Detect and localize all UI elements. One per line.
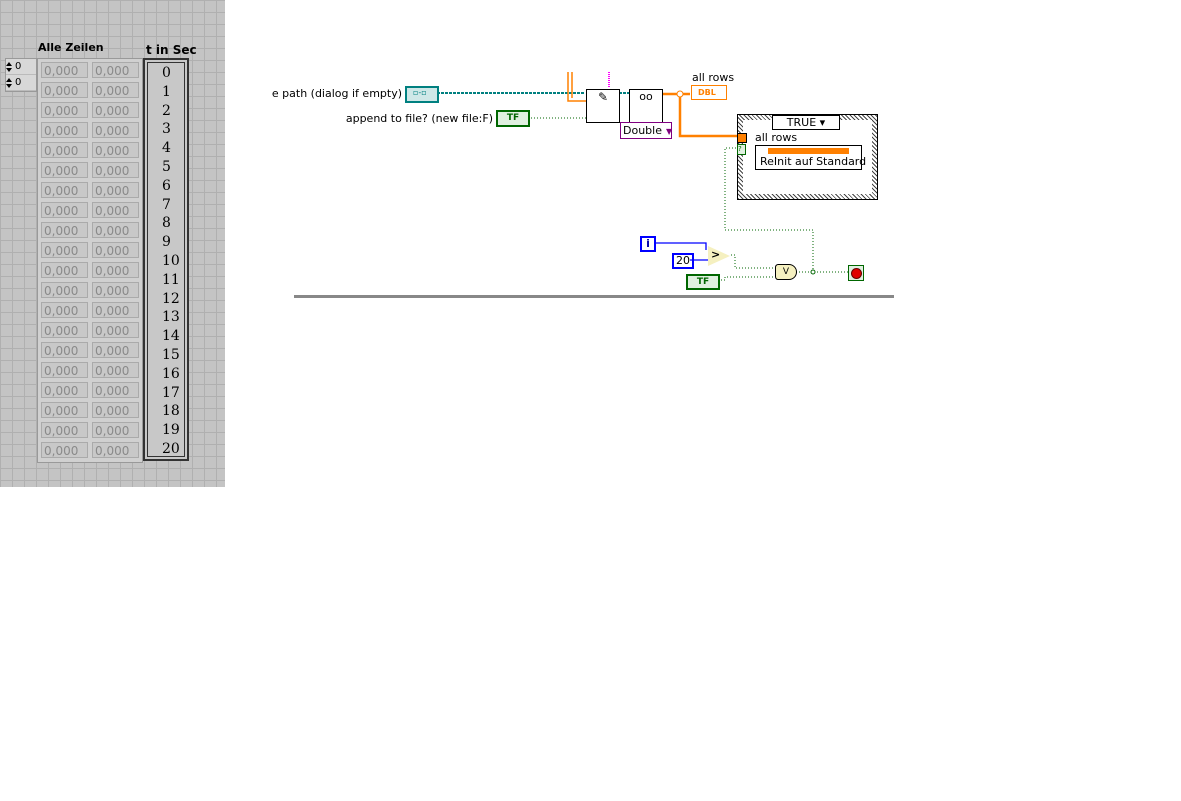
t-value: 8 bbox=[162, 215, 171, 232]
t-value: 15 bbox=[162, 347, 180, 363]
table-cell[interactable]: 0,000 bbox=[92, 202, 139, 218]
table-cell[interactable]: 0,000 bbox=[92, 102, 139, 118]
table-cell[interactable]: 0,000 bbox=[92, 282, 139, 298]
stop-condition-terminal[interactable] bbox=[848, 265, 864, 281]
table-cell[interactable]: 0,000 bbox=[41, 222, 88, 238]
t-value: 9 bbox=[162, 234, 171, 251]
case-selector[interactable]: TRUE ▾ bbox=[772, 115, 840, 130]
t-value: 11 bbox=[162, 271, 180, 288]
table-cell[interactable]: 0,000 bbox=[41, 102, 88, 118]
table-cell[interactable]: 0,000 bbox=[92, 62, 139, 78]
table-cell[interactable]: 0,000 bbox=[92, 402, 139, 418]
table-cell[interactable]: 0,000 bbox=[41, 122, 88, 138]
table-cell[interactable]: 0,000 bbox=[92, 322, 139, 338]
table-cell[interactable]: 0,000 bbox=[41, 342, 88, 358]
table-cell[interactable]: 0,000 bbox=[92, 422, 139, 438]
t-value: 19 bbox=[162, 422, 180, 439]
table-cell[interactable]: 0,000 bbox=[41, 82, 88, 98]
table-cell[interactable]: 0,000 bbox=[41, 282, 88, 298]
table-cell[interactable]: 0,000 bbox=[41, 362, 88, 378]
table-cell[interactable]: 0,000 bbox=[92, 82, 139, 98]
t-value: 10 bbox=[162, 253, 180, 269]
t-value: 7 bbox=[162, 196, 171, 213]
t-value: 16 bbox=[162, 365, 180, 382]
t-value: 20 bbox=[162, 441, 180, 457]
table-cell[interactable]: 0,000 bbox=[92, 382, 139, 398]
write-spreadsheet-vi[interactable]: ✎ bbox=[586, 89, 620, 123]
table-cell[interactable]: 0,000 bbox=[41, 242, 88, 258]
t-value: 1 bbox=[162, 83, 171, 100]
table-cell[interactable]: 0,000 bbox=[41, 302, 88, 318]
t-value: 13 bbox=[162, 309, 180, 326]
greater-than-function[interactable] bbox=[708, 246, 730, 266]
constant-20[interactable]: 20 bbox=[672, 253, 694, 269]
table-cell[interactable]: 0,000 bbox=[92, 122, 139, 138]
table-cell[interactable]: 0,000 bbox=[92, 302, 139, 318]
t-value: 12 bbox=[162, 290, 180, 307]
t-value: 14 bbox=[162, 328, 180, 345]
case-structure[interactable]: TRUE ▾ ? all rows ReInit auf Standard bbox=[737, 114, 878, 200]
spin-icon[interactable] bbox=[6, 77, 13, 89]
table-cell[interactable]: 0,000 bbox=[92, 262, 139, 278]
array-label: t in Sec bbox=[146, 43, 197, 57]
spin-icon[interactable] bbox=[6, 61, 13, 73]
append-control-terminal[interactable]: TF bbox=[496, 110, 530, 127]
all-rows-indicator[interactable]: DBL bbox=[691, 85, 727, 100]
table-cell[interactable]: 0,000 bbox=[41, 202, 88, 218]
case-all-rows-label: all rows bbox=[755, 131, 798, 144]
t-value: 0 bbox=[162, 65, 171, 81]
table-cell[interactable]: 0,000 bbox=[41, 62, 88, 78]
glasses-icon: oo bbox=[639, 90, 653, 103]
all-rows-label: all rows bbox=[692, 71, 735, 84]
table-cell[interactable]: 0,000 bbox=[92, 182, 139, 198]
table-cell[interactable]: 0,000 bbox=[92, 142, 139, 158]
append-label: append to file? (new file:F) bbox=[345, 112, 493, 125]
table-cell[interactable]: 0,000 bbox=[92, 362, 139, 378]
case-selector-terminal: ? bbox=[737, 144, 746, 155]
table-cell[interactable]: 0,000 bbox=[41, 402, 88, 418]
table-cell[interactable]: 0,000 bbox=[92, 222, 139, 238]
file-path-control-terminal[interactable]: ▫-▫ bbox=[405, 86, 439, 103]
table-cell[interactable]: 0,000 bbox=[41, 322, 88, 338]
table-cell[interactable]: 0,000 bbox=[41, 442, 88, 458]
t-value: 6 bbox=[162, 177, 171, 194]
or-function[interactable]: V bbox=[775, 264, 797, 280]
boolean-constant[interactable]: TF bbox=[686, 274, 720, 290]
table-cell[interactable]: 0,000 bbox=[92, 242, 139, 258]
tunnel bbox=[737, 133, 747, 143]
t-value: 5 bbox=[162, 159, 171, 175]
table-cell[interactable]: 0,000 bbox=[92, 442, 139, 458]
table-cell[interactable]: 0,000 bbox=[41, 142, 88, 158]
dropdown-icon: ▼ bbox=[665, 127, 673, 136]
table-cell[interactable]: 0,000 bbox=[92, 162, 139, 178]
table-cell[interactable]: 0,000 bbox=[41, 182, 88, 198]
table-cell[interactable]: 0,000 bbox=[41, 262, 88, 278]
type-selector[interactable]: Double▼ bbox=[620, 122, 672, 139]
table-cell[interactable]: 0,000 bbox=[41, 422, 88, 438]
pencil-icon: ✎ bbox=[597, 90, 609, 104]
t-value: 2 bbox=[162, 102, 171, 119]
t-value: 3 bbox=[162, 121, 171, 138]
path-icon: ▫-▫ bbox=[413, 88, 427, 97]
t-value: 4 bbox=[162, 140, 171, 157]
t-value: 17 bbox=[162, 384, 180, 401]
iteration-terminal: i bbox=[640, 236, 656, 252]
greater-than-icon: > bbox=[711, 248, 721, 261]
read-spreadsheet-vi[interactable]: oo bbox=[629, 89, 663, 123]
stop-icon bbox=[850, 267, 862, 279]
table-index-controls: 0 0 bbox=[5, 58, 37, 92]
column-index[interactable]: 0 bbox=[6, 75, 36, 91]
table-cell[interactable]: 0,000 bbox=[41, 382, 88, 398]
table-cell[interactable]: 0,000 bbox=[92, 342, 139, 358]
t-value: 18 bbox=[162, 403, 180, 420]
file-path-label: e path (dialog if empty) bbox=[271, 87, 402, 100]
table-label: Alle Zeilen bbox=[38, 41, 104, 54]
reinit-property-node[interactable]: ReInit auf Standard bbox=[755, 145, 866, 170]
row-index[interactable]: 0 bbox=[6, 59, 36, 75]
table-cell[interactable]: 0,000 bbox=[41, 162, 88, 178]
